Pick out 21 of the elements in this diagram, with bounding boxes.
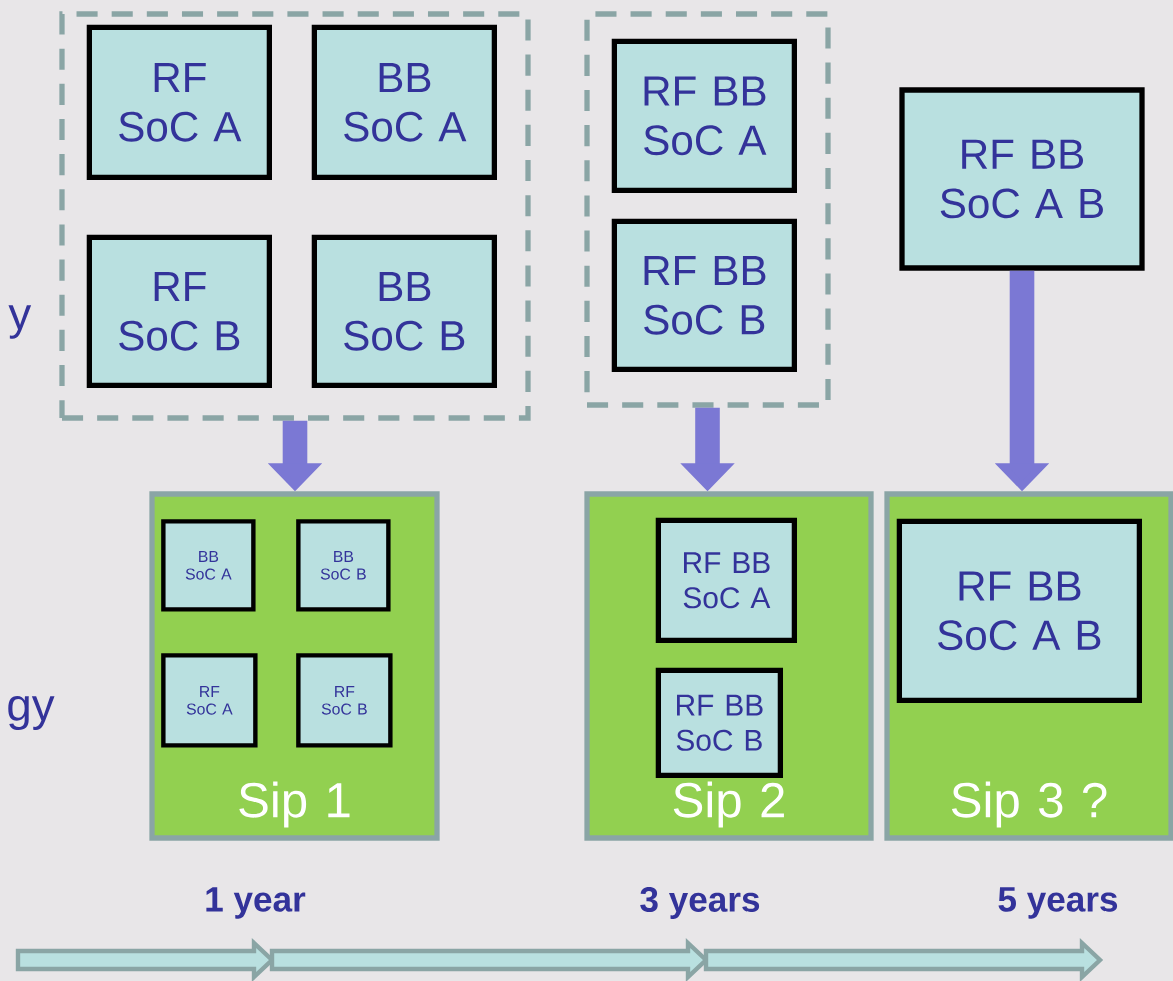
chip-box: RF BB SoC A: [655, 517, 797, 643]
dashed-group-box: [584, 11, 831, 408]
chip-box: RF SoC B: [86, 234, 272, 388]
chip-box: BB SoC B: [296, 519, 391, 612]
cut-off-text: gy: [8, 696, 55, 730]
chip-box: RF SoC B: [296, 653, 393, 748]
timeline-label: 1 year: [206, 887, 306, 919]
chip-box: RF BB SoC A B: [896, 518, 1142, 703]
dashed-group-box: [59, 11, 531, 421]
chip-box: RF BB SoC A: [611, 38, 797, 193]
chip-box: RF SoC A: [161, 653, 258, 748]
chip-box: BB SoC A: [161, 519, 256, 612]
timeline-label: 5 years: [998, 887, 1118, 919]
chip-box: RF BB SoC A B: [899, 87, 1145, 271]
chip-box: BB SoC A: [311, 24, 497, 180]
chip-box: RF SoC A: [86, 24, 272, 180]
timeline-label: 3 years: [640, 887, 760, 919]
chip-box: RF BB SoC B: [611, 218, 797, 372]
chip-box: RF BB SoC B: [655, 667, 783, 778]
chip-box: BB SoC B: [311, 234, 497, 388]
cut-off-text: y: [8, 305, 32, 339]
